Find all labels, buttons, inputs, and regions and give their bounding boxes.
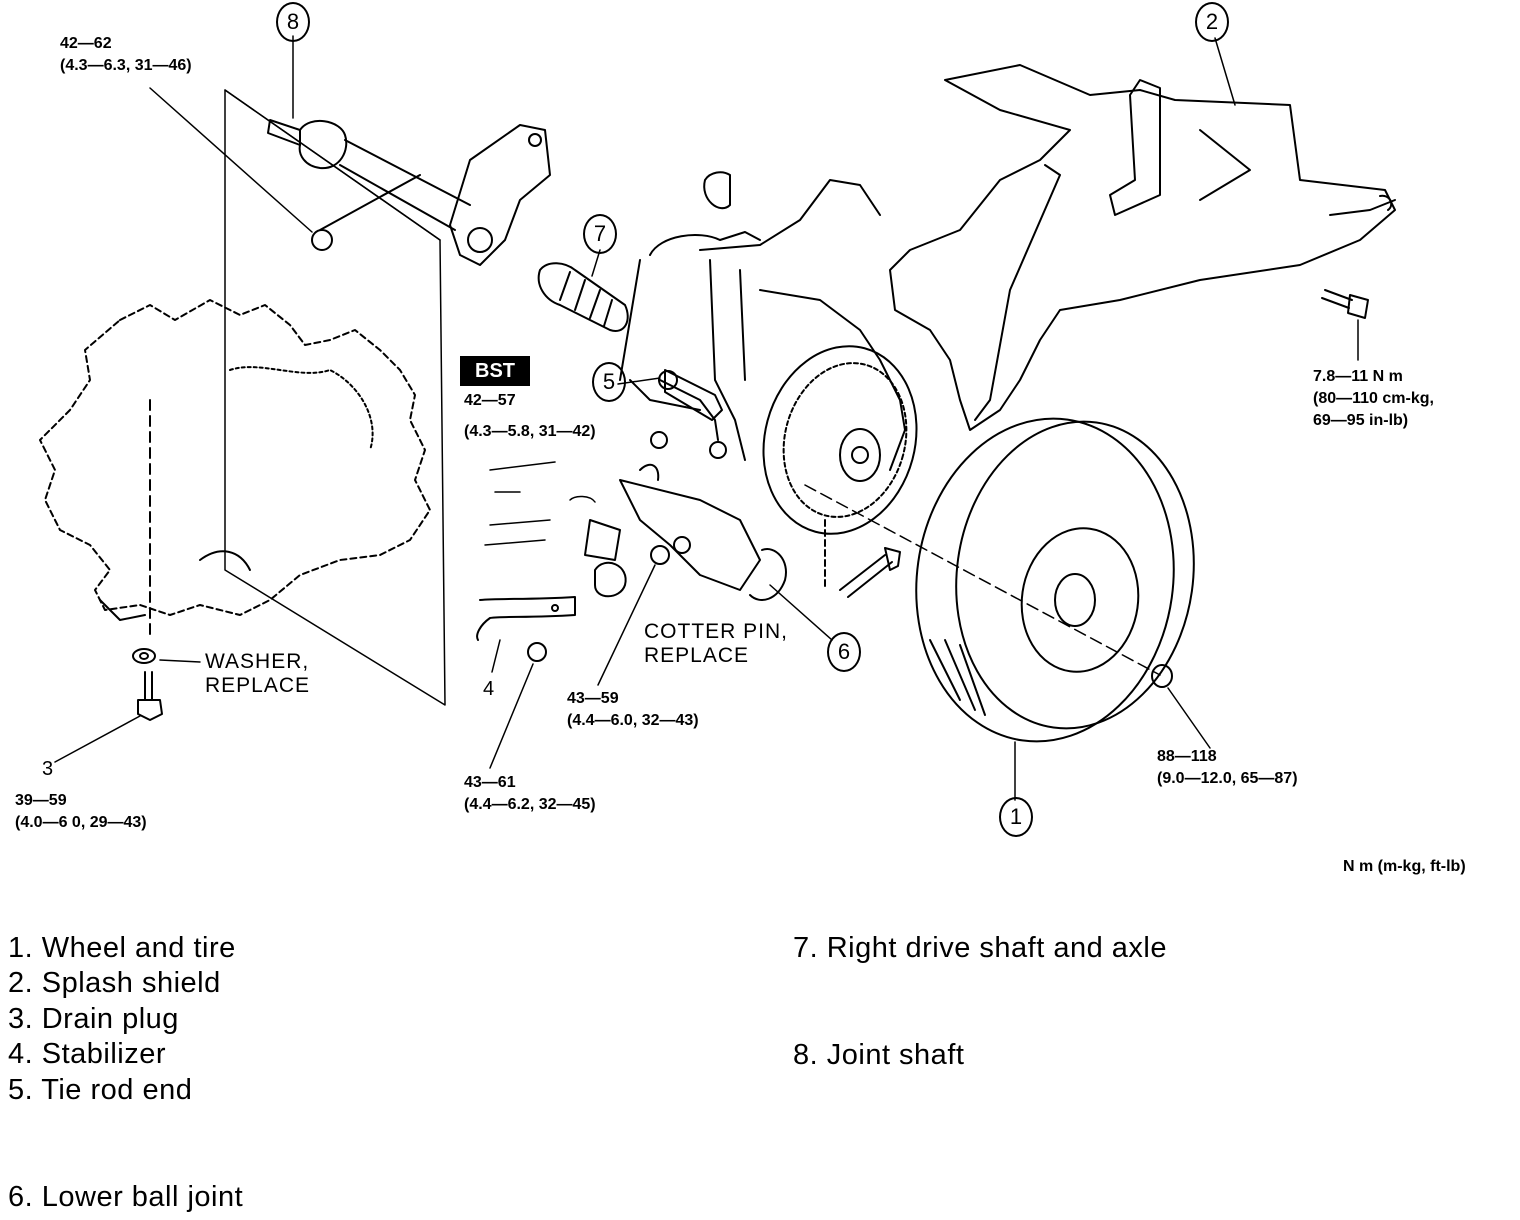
torque-conversion-metric: (80—110 cm-kg, — [1313, 390, 1434, 407]
callout-7: 7 — [583, 214, 617, 254]
joint-bolt-leader — [149, 87, 313, 233]
drive-shaft-boot — [537, 262, 629, 332]
stabilizer-nut-leader — [489, 663, 534, 769]
lower-arm — [584, 431, 787, 601]
drain-plug-leader — [54, 715, 141, 763]
callout-2: 2 — [1195, 2, 1229, 42]
wheel-axis — [804, 484, 1161, 676]
callout-4: 4 — [483, 678, 495, 700]
legend-item-wheel-and-tire: 1. Wheel and tire — [8, 932, 236, 964]
transaxle-case — [39, 299, 431, 641]
ball-joint-nut-leader — [597, 564, 656, 686]
misc-fasteners — [484, 461, 596, 546]
knuckle-assembly — [619, 171, 906, 471]
brake-rotor — [762, 345, 918, 535]
torque-value: 43—61 — [464, 774, 516, 791]
legend-item-lower-ball-joint: 6. Lower ball joint — [8, 1181, 244, 1213]
torque-value: 42—62 — [60, 35, 112, 52]
joint-shaft-bolt-torque: 42—62 (4.3—6.3, 31—46) — [60, 33, 192, 77]
splash-shield-leader — [1214, 37, 1236, 106]
exploded-view-diagram — [39, 35, 1396, 801]
legend-item-joint-shaft: 8. Joint shaft — [793, 1039, 965, 1071]
torque-conversion: (9.0—12.0, 65—87) — [1157, 770, 1298, 787]
wheel-and-tire — [915, 417, 1195, 743]
legend-item-right-drive-shaft: 7. Right drive shaft and axle — [793, 932, 1167, 964]
cotter-note-line1: COTTER PIN, — [644, 620, 789, 643]
joint-shaft — [267, 119, 551, 266]
reference-plane — [224, 89, 446, 706]
caliper-bolt — [824, 519, 901, 598]
cotter-note-line2: REPLACE — [644, 644, 750, 667]
torque-value: 7.8—11 N m — [1313, 368, 1403, 385]
drain-plug-torque: 39—59 (4.0—6 0, 29—43) — [15, 790, 147, 834]
torque-value: 88—118 — [1157, 748, 1217, 765]
tie-rod-nut-torque: 42—57 (4.3—5.8, 31—42) — [464, 390, 596, 443]
torque-conversion: (4.0—6 0, 29—43) — [15, 814, 147, 831]
torque-conversion: (4.3—5.8, 31—42) — [464, 423, 596, 440]
callout-6: 6 — [827, 632, 861, 672]
stabilizer-nut-torque: 43—61 (4.4—6.2, 32—45) — [464, 772, 596, 816]
stabilizer-bar — [476, 596, 576, 662]
ball-joint-leader — [769, 584, 833, 641]
callout-8: 8 — [276, 2, 310, 42]
legend-item-splash-shield: 2. Splash shield — [8, 967, 221, 999]
legend-item-tie-rod-end: 5. Tie rod end — [8, 1074, 193, 1106]
torque-conversion: (4.4—6.2, 32—45) — [464, 796, 596, 813]
hub-nut — [1151, 664, 1173, 688]
torque-conversion: (4.4—6.0, 32—43) — [567, 712, 699, 729]
splash-bolt-torque: 7.8—11 N m (80—110 cm-kg, 69—95 in-lb) — [1313, 366, 1434, 432]
legend-item-stabilizer: 4. Stabilizer — [8, 1038, 167, 1070]
bst-badge: BST — [460, 356, 530, 386]
washer-note-line2: REPLACE — [205, 674, 311, 697]
washer-note: WASHER, REPLACE — [205, 650, 310, 698]
torque-value: 43—59 — [567, 690, 619, 707]
cotter-pin-note: COTTER PIN, REPLACE — [644, 620, 788, 668]
splash-shield — [889, 64, 1396, 431]
legend-item-drain-plug: 3. Drain plug — [8, 1003, 179, 1035]
ball-joint-nut-torque: 43—59 (4.4—6.0, 32—43) — [567, 688, 699, 732]
washer-note-line1: WASHER, — [205, 650, 310, 673]
hub-nut-torque: 88—118 (9.0—12.0, 65—87) — [1157, 746, 1298, 790]
callout-3: 3 — [42, 758, 54, 780]
torque-conversion-imperial: 69—95 in-lb) — [1313, 412, 1409, 429]
callout-5: 5 — [592, 362, 626, 402]
splash-shield-bolt — [1321, 289, 1369, 319]
torque-value: 39—59 — [15, 792, 67, 809]
stabilizer-leader — [491, 639, 501, 673]
washer-leader — [159, 659, 201, 663]
torque-conversion: (4.3—6.3, 31—46) — [60, 57, 192, 74]
hub-nut-leader — [1167, 687, 1211, 749]
drive-shaft-leader — [591, 249, 601, 277]
callout-1: 1 — [999, 797, 1033, 837]
tie-rod-end — [658, 369, 723, 421]
torque-value: 42—57 — [464, 392, 516, 409]
units-note: N m (m-kg, ft-lb) — [1343, 858, 1466, 875]
drain-plug — [132, 648, 163, 721]
